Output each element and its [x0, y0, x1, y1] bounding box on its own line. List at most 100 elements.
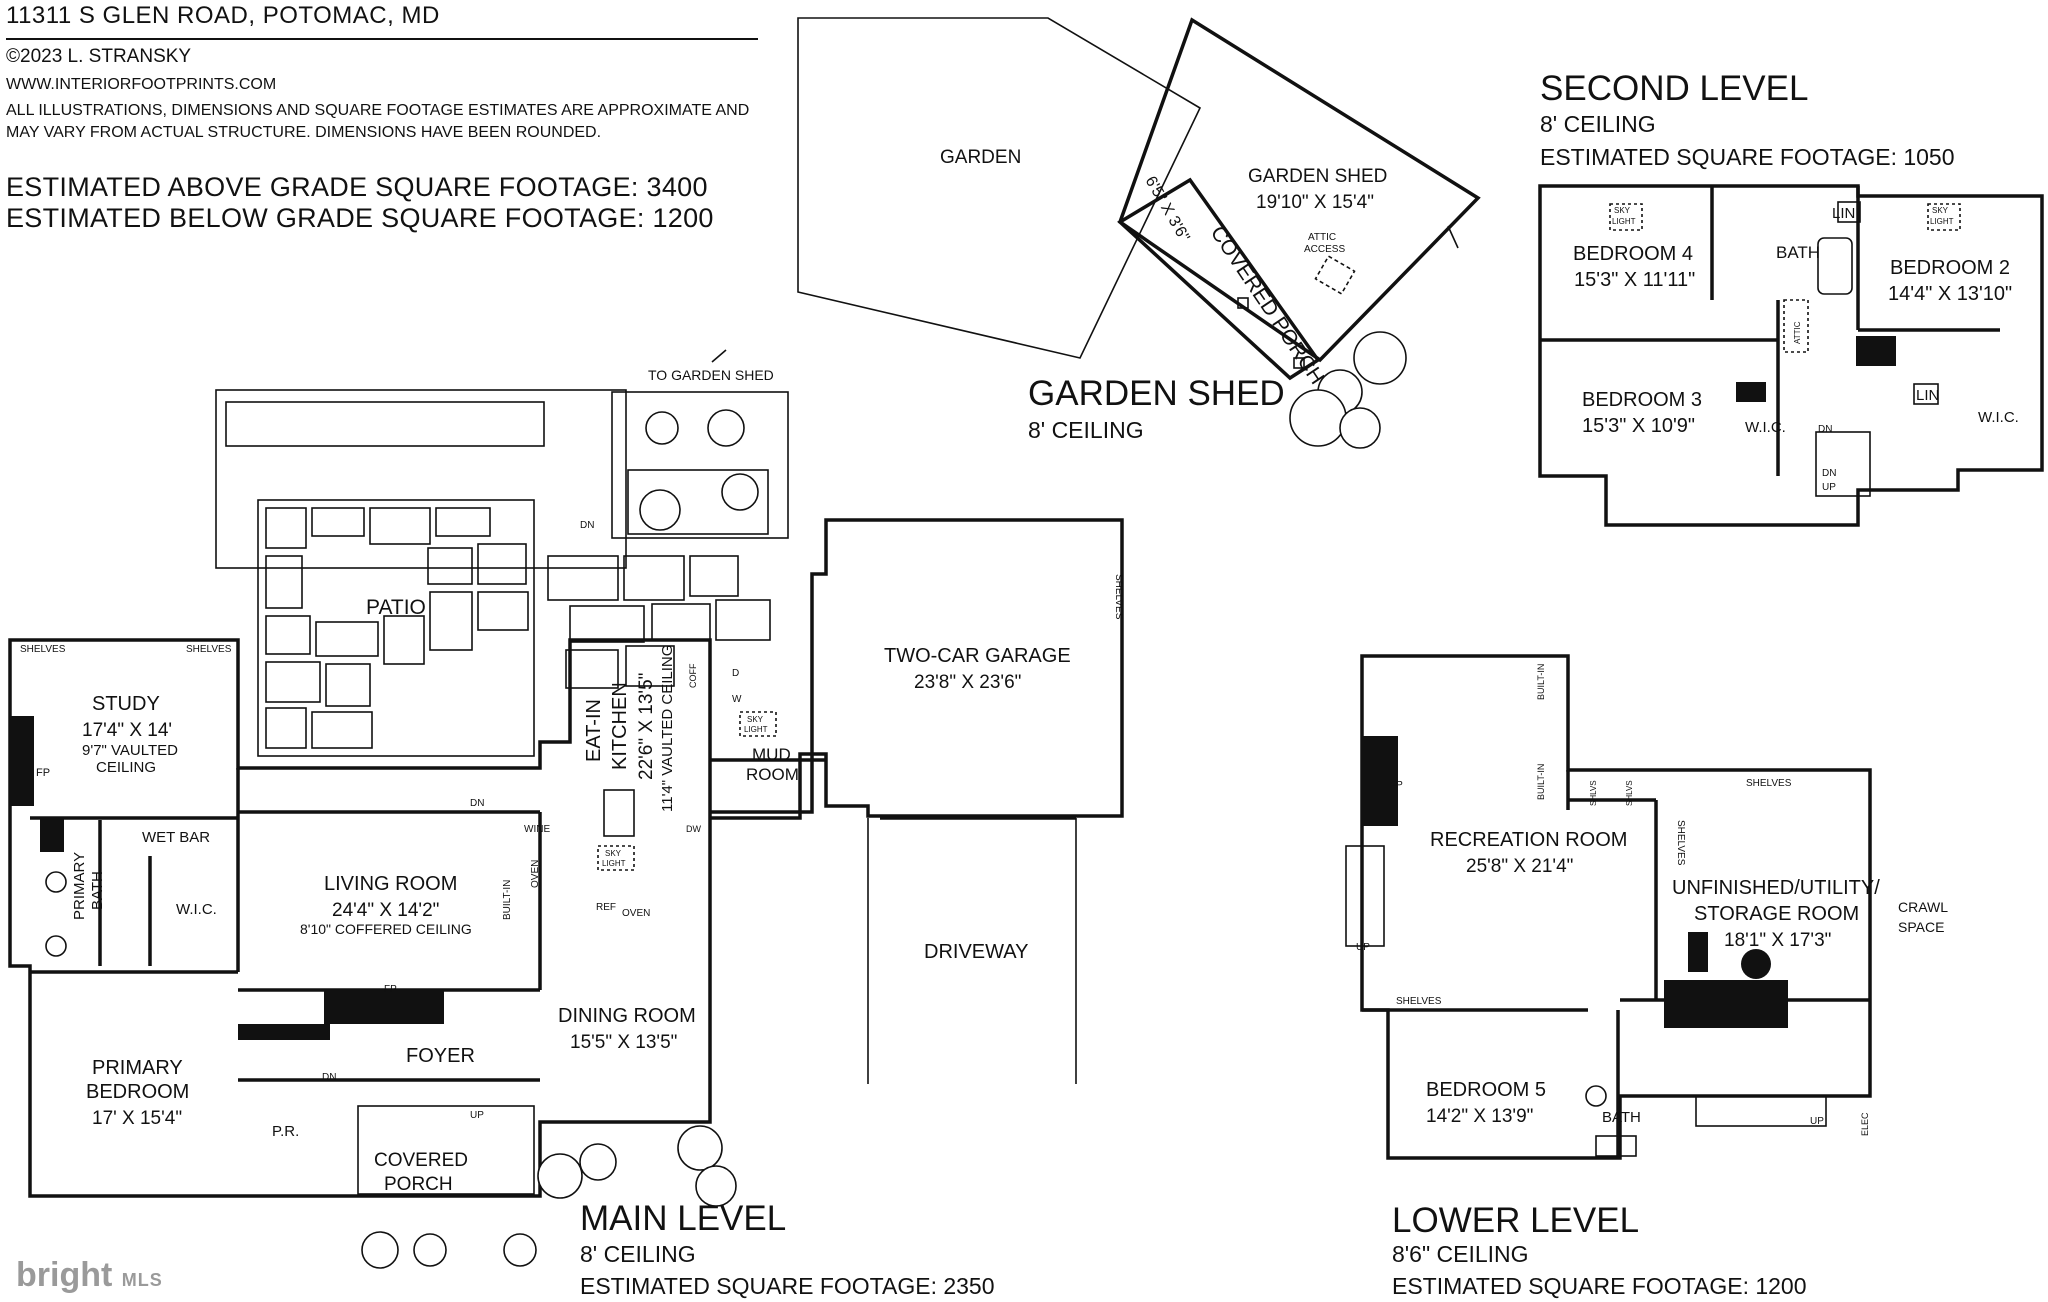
bedroom-4-dim: 15'3" X 11'11" — [1574, 269, 1695, 291]
primary-bedroom-label-1: PRIMARY — [92, 1057, 183, 1079]
coff-label: COFF — [688, 663, 698, 688]
garden-label: GARDEN — [940, 147, 1021, 168]
living-room-label: LIVING ROOM — [324, 873, 457, 895]
second-level-ceiling: 8' CEILING — [1540, 111, 1656, 137]
to-garden-shed-label: TO GARDEN SHED — [648, 367, 774, 383]
lower-shelves-bottom: SHELVES — [1396, 996, 1442, 1007]
shed-level-title: GARDEN SHED — [1028, 374, 1285, 413]
driveway-label: DRIVEWAY — [924, 941, 1028, 963]
recreation-room-label: RECREATION ROOM — [1430, 829, 1627, 851]
property-address: 11311 S GLEN ROAD, POTOMAC, MD — [6, 2, 440, 29]
garage-shelves: SHELVES — [1113, 574, 1124, 620]
study-ceiling-1: 9'7" VAULTED — [82, 742, 178, 759]
header-divider — [6, 38, 758, 40]
lower-shelves-side: SHELVES — [1675, 820, 1686, 866]
recreation-room-dim: 25'8" X 21'4" — [1466, 856, 1573, 877]
second-stair-up: UP — [1822, 482, 1836, 493]
shed-room-dim: 19'10" X 15'4" — [1256, 192, 1374, 213]
bed2-skylight-light: LIGHT — [1930, 217, 1954, 226]
washer-w-label: W — [732, 694, 742, 705]
study-shelves-left: SHELVES — [20, 644, 66, 655]
kitchen-dim: 22'6" X 13'5" — [636, 673, 657, 780]
main-level-outline — [8, 518, 1124, 1198]
bedroom-4-label: BEDROOM 4 — [1573, 243, 1693, 265]
kitchen-label-1: EAT-IN — [583, 699, 605, 762]
lower-stair-up-2: UP — [1810, 1116, 1824, 1127]
shed-porch-outline — [1117, 177, 1321, 381]
patio-label: PATIO — [366, 596, 426, 619]
bedroom-5-label: BEDROOM 5 — [1426, 1079, 1546, 1101]
ref-label: REF — [596, 902, 616, 913]
kitchen-ceiling: 11'4" VAULTED CEILING — [659, 645, 676, 812]
second-bathtub — [1817, 237, 1853, 295]
bed4-skylight-sky: SKY — [1614, 206, 1631, 215]
copyright-notice: ©2023 L. STRANSKY — [6, 46, 192, 67]
study-label: STUDY — [92, 693, 160, 715]
lower-level-sqft: ESTIMATED SQUARE FOOTAGE: 1200 — [1392, 1273, 1807, 1299]
living-room-dim: 24'4" X 14'2" — [332, 900, 439, 921]
kitchen-sky: SKY — [605, 849, 622, 858]
kitchen-label-2: KITCHEN — [609, 682, 631, 770]
main-level-title: MAIN LEVEL — [580, 1199, 786, 1238]
utility-room-label-2: STORAGE ROOM — [1694, 903, 1859, 925]
garden-outline — [797, 17, 1202, 359]
main-level-ceiling: 8' CEILING — [580, 1241, 696, 1267]
study-fp-label: FP — [36, 767, 50, 779]
second-wic-right-label: W.I.C. — [1978, 409, 2019, 426]
crawl-space-label-2: SPACE — [1898, 919, 1944, 935]
second-attic-access: ATTIC — [1793, 321, 1802, 344]
lower-shlvs-2: SHLVS — [1625, 780, 1634, 806]
washer-d-label: D — [732, 668, 739, 679]
above-grade-sqft: ESTIMATED ABOVE GRADE SQUARE FOOTAGE: 34… — [6, 172, 708, 202]
dining-room-dim: 15'5" X 13'5" — [570, 1032, 677, 1053]
second-level-outline — [1538, 184, 2044, 527]
utility-room-dim: 18'1" X 17'3" — [1724, 930, 1831, 951]
garage-label: TWO-CAR GARAGE — [884, 645, 1071, 667]
living-builtin-label: BUILT-IN — [502, 880, 513, 920]
primary-bedroom-dim: 17' X 15'4" — [92, 1108, 182, 1129]
living-room-ceiling: 8'10" COFFERED CEILING — [300, 921, 472, 937]
dining-room-label: DINING ROOM — [558, 1005, 696, 1027]
crawl-space-label-1: CRAWL — [1898, 899, 1948, 915]
website-link[interactable]: WWW.INTERIORFOOTPRINTS.COM — [6, 76, 277, 93]
mud-sky: SKY — [747, 715, 764, 724]
second-level-section: SECOND LEVEL 8' CEILING ESTIMATED SQUARE… — [1538, 69, 2044, 527]
bright-mls-watermark: bright MLS — [16, 1256, 163, 1295]
lower-builtin-1: BUILT-IN — [1536, 664, 1546, 700]
bed2-skylight-sky: SKY — [1932, 206, 1949, 215]
powder-room-label: P.R. — [272, 1123, 299, 1140]
kitchen-light: LIGHT — [602, 859, 626, 868]
lower-level-section: UP FP BUILT-IN BUILT-IN SHLVS SHLVS SHEL… — [1345, 654, 1948, 1299]
covered-porch-label-2: PORCH — [384, 1174, 453, 1195]
living-stair-dn: DN — [470, 798, 484, 809]
primary-bedroom-label-2: BEDROOM — [86, 1081, 189, 1103]
kitchen-island — [603, 789, 635, 837]
bedroom-3-label: BEDROOM 3 — [1582, 389, 1702, 411]
utility-room-label-1: UNFINISHED/UTILITY/ — [1672, 877, 1880, 899]
foyer-label: FOYER — [406, 1045, 475, 1067]
study-dim: 17'4" X 14' — [82, 720, 172, 741]
second-bath-label: BATH — [1776, 243, 1820, 262]
main-wic-label: W.I.C. — [176, 901, 217, 918]
bedroom-2-label: BEDROOM 2 — [1890, 257, 2010, 279]
lower-bath-label: BATH — [1602, 1109, 1641, 1126]
mud-room-label-2: ROOM — [746, 765, 799, 784]
lower-shlvs-1: SHLVS — [1589, 780, 1598, 806]
below-grade-sqft: ESTIMATED BELOW GRADE SQUARE FOOTAGE: 12… — [6, 203, 714, 233]
primary-bath-label-1: PRIMARY — [71, 852, 88, 920]
watermark-brand: bright — [16, 1256, 113, 1294]
primary-bath-label-2: BATH — [89, 871, 106, 910]
mud-room-label-1: MUD — [752, 745, 791, 764]
lower-stair-up: UP — [1356, 942, 1370, 953]
second-lin2-label: LIN — [1916, 387, 1939, 404]
shed-room-label: GARDEN SHED — [1248, 166, 1387, 187]
garden-shed-section: GARDEN GARDEN SHED 19'10" X 15'4" ATTIC … — [797, 17, 1481, 449]
lower-elec-label: ELEC — [1860, 1112, 1870, 1136]
second-stair-dn2: DN — [1818, 424, 1832, 435]
shed-access-label: ACCESS — [1304, 244, 1345, 255]
watermark-suffix: MLS — [121, 1270, 163, 1290]
bed4-skylight-light: LIGHT — [1612, 217, 1636, 226]
dw-label: DW — [686, 824, 701, 834]
lower-level-title: LOWER LEVEL — [1392, 1201, 1639, 1240]
second-stair-dn: DN — [1822, 468, 1836, 479]
